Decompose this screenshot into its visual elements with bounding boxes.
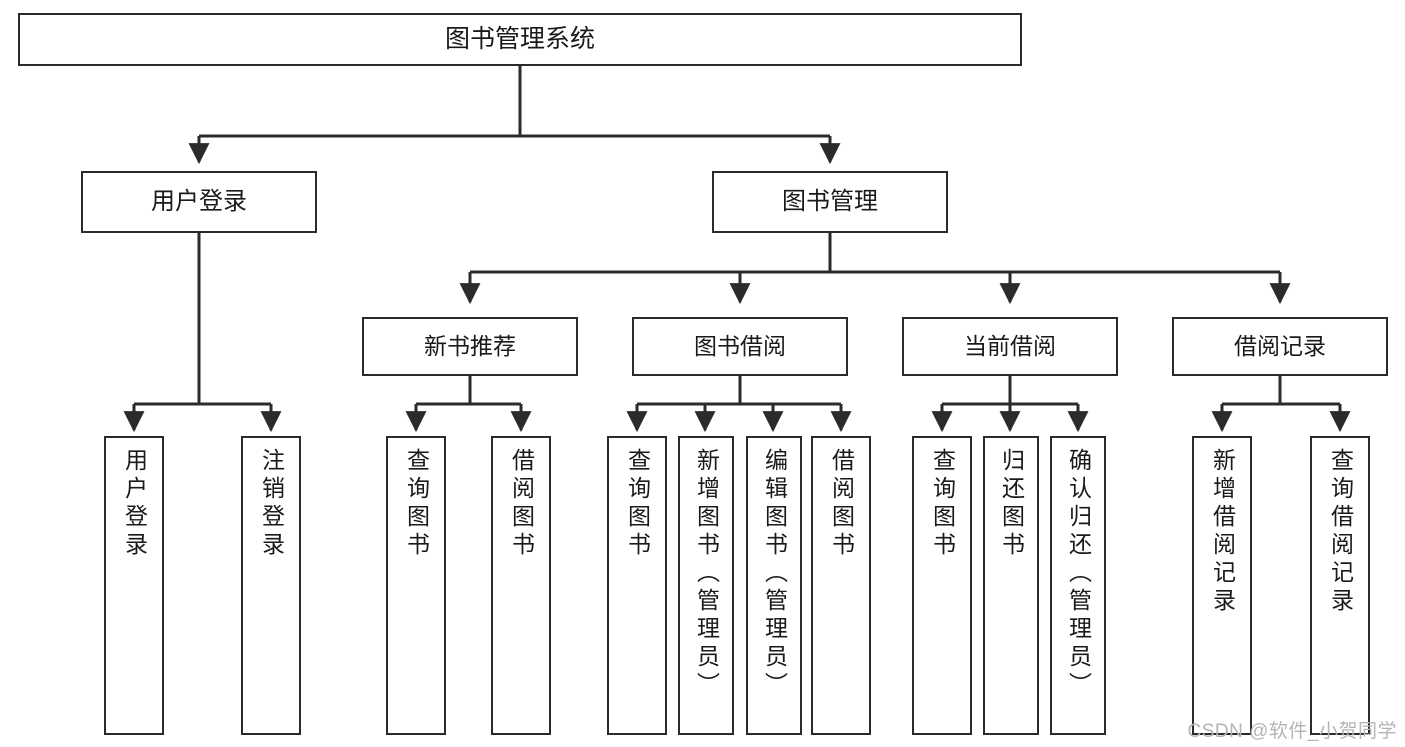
leaf-current-borrow-confirm[interactable]: 确认归还（管理员） bbox=[1050, 436, 1106, 735]
leaf-new-book-borrow[interactable]: 借阅图书 bbox=[491, 436, 551, 735]
node-user-login-label: 用户登录 bbox=[151, 187, 247, 215]
leaf-book-borrow-borrow-label: 借阅图书 bbox=[828, 448, 855, 560]
leaf-current-borrow-confirm-label: 确认归还（管理员） bbox=[1065, 448, 1092, 700]
node-current-borrow-label: 当前借阅 bbox=[964, 332, 1056, 359]
node-current-borrow[interactable]: 当前借阅 bbox=[902, 317, 1118, 376]
leaf-borrow-record-query[interactable]: 查询借阅记录 bbox=[1310, 436, 1370, 735]
leaf-current-borrow-return[interactable]: 归还图书 bbox=[983, 436, 1039, 735]
leaf-borrow-record-add[interactable]: 新增借阅记录 bbox=[1192, 436, 1252, 735]
leaf-new-book-query-label: 查询图书 bbox=[403, 448, 430, 560]
leaf-book-borrow-edit-label: 编辑图书（管理员） bbox=[761, 448, 788, 700]
leaf-book-borrow-query-label: 查询图书 bbox=[624, 448, 651, 560]
leaf-book-borrow-borrow[interactable]: 借阅图书 bbox=[811, 436, 871, 735]
node-new-book-recommend-label: 新书推荐 bbox=[424, 332, 516, 359]
leaf-new-book-query[interactable]: 查询图书 bbox=[386, 436, 446, 735]
leaf-user-login-login[interactable]: 用户登录 bbox=[104, 436, 164, 735]
leaf-borrow-record-add-label: 新增借阅记录 bbox=[1209, 448, 1236, 616]
leaf-current-borrow-return-label: 归还图书 bbox=[998, 448, 1025, 560]
node-user-login[interactable]: 用户登录 bbox=[81, 171, 317, 233]
leaf-book-borrow-add[interactable]: 新增图书（管理员） bbox=[678, 436, 734, 735]
leaf-borrow-record-query-label: 查询借阅记录 bbox=[1327, 448, 1354, 616]
leaf-user-login-logout-label: 注销登录 bbox=[258, 448, 285, 560]
node-book-borrow[interactable]: 图书借阅 bbox=[632, 317, 848, 376]
leaf-book-borrow-add-label: 新增图书（管理员） bbox=[693, 448, 720, 700]
node-book-management[interactable]: 图书管理 bbox=[712, 171, 948, 233]
node-root-label: 图书管理系统 bbox=[444, 24, 595, 53]
node-root[interactable]: 图书管理系统 bbox=[18, 13, 1022, 66]
leaf-user-login-login-label: 用户登录 bbox=[121, 448, 148, 560]
node-borrow-records[interactable]: 借阅记录 bbox=[1172, 317, 1388, 376]
leaf-book-borrow-edit[interactable]: 编辑图书（管理员） bbox=[746, 436, 802, 735]
leaf-new-book-borrow-label: 借阅图书 bbox=[508, 448, 535, 560]
node-borrow-records-label: 借阅记录 bbox=[1234, 332, 1326, 359]
leaf-current-borrow-query[interactable]: 查询图书 bbox=[912, 436, 972, 735]
watermark: CSDN @软件_小贺同学 bbox=[1187, 721, 1397, 742]
node-new-book-recommend[interactable]: 新书推荐 bbox=[362, 317, 578, 376]
leaf-book-borrow-query[interactable]: 查询图书 bbox=[607, 436, 667, 735]
node-book-borrow-label: 图书借阅 bbox=[694, 332, 786, 359]
node-book-management-label: 图书管理 bbox=[782, 187, 878, 215]
leaf-user-login-logout[interactable]: 注销登录 bbox=[241, 436, 301, 735]
leaf-current-borrow-query-label: 查询图书 bbox=[929, 448, 956, 560]
